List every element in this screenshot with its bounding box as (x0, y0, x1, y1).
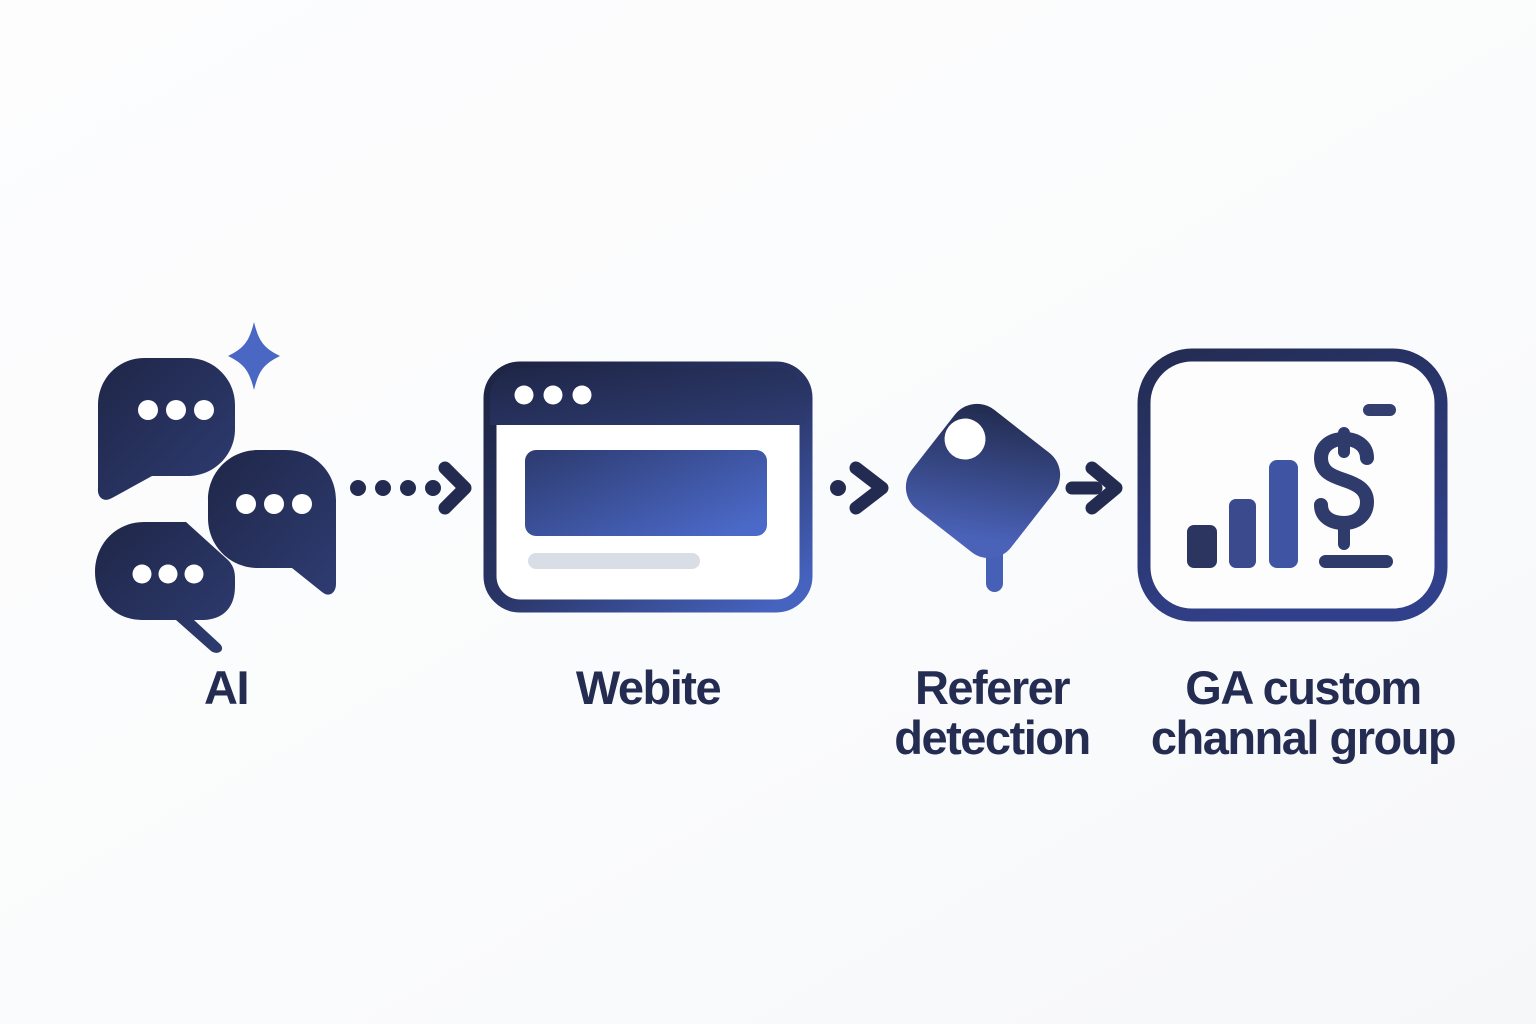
ai-chat-bubbles-icon (95, 322, 336, 653)
dollar-underline (1319, 555, 1393, 568)
page-text-line (528, 553, 700, 569)
top-right-dash (1363, 404, 1396, 416)
sparkle-icon (228, 322, 280, 390)
page-content-block (525, 450, 767, 536)
step-label-website: Webite (575, 661, 722, 714)
dollar-sign-icon (1313, 427, 1375, 550)
tag-body (905, 403, 1061, 559)
step-label-line: GA custom (1185, 661, 1422, 714)
tag-hole (944, 418, 986, 460)
step-label-line: detection (894, 711, 1091, 764)
window-control-dots (514, 385, 592, 405)
arrow-icon (1065, 461, 1123, 515)
step-label-line: Referer (914, 661, 1071, 714)
dotted-arrow-icon-1 (350, 461, 472, 515)
chat-bubble-bottom (95, 522, 235, 653)
step-label-referrer-detection: Referer detection (894, 661, 1091, 764)
chat-bubble-top (97, 358, 235, 500)
analytics-dashboard-icon (1137, 348, 1448, 622)
step-label-line: channal group (1150, 711, 1457, 764)
bar-chart-icon (1187, 460, 1298, 568)
window-title-bar (490, 368, 806, 425)
chat-bubble-middle (208, 450, 336, 595)
dotted-arrow-icon-2 (830, 461, 889, 515)
browser-window-icon (483, 361, 813, 613)
step-label-ai: AI (204, 661, 250, 714)
step-label-ga-custom-channel-group: GA custom channal group (1150, 661, 1457, 764)
price-tag-icon (905, 403, 1061, 592)
